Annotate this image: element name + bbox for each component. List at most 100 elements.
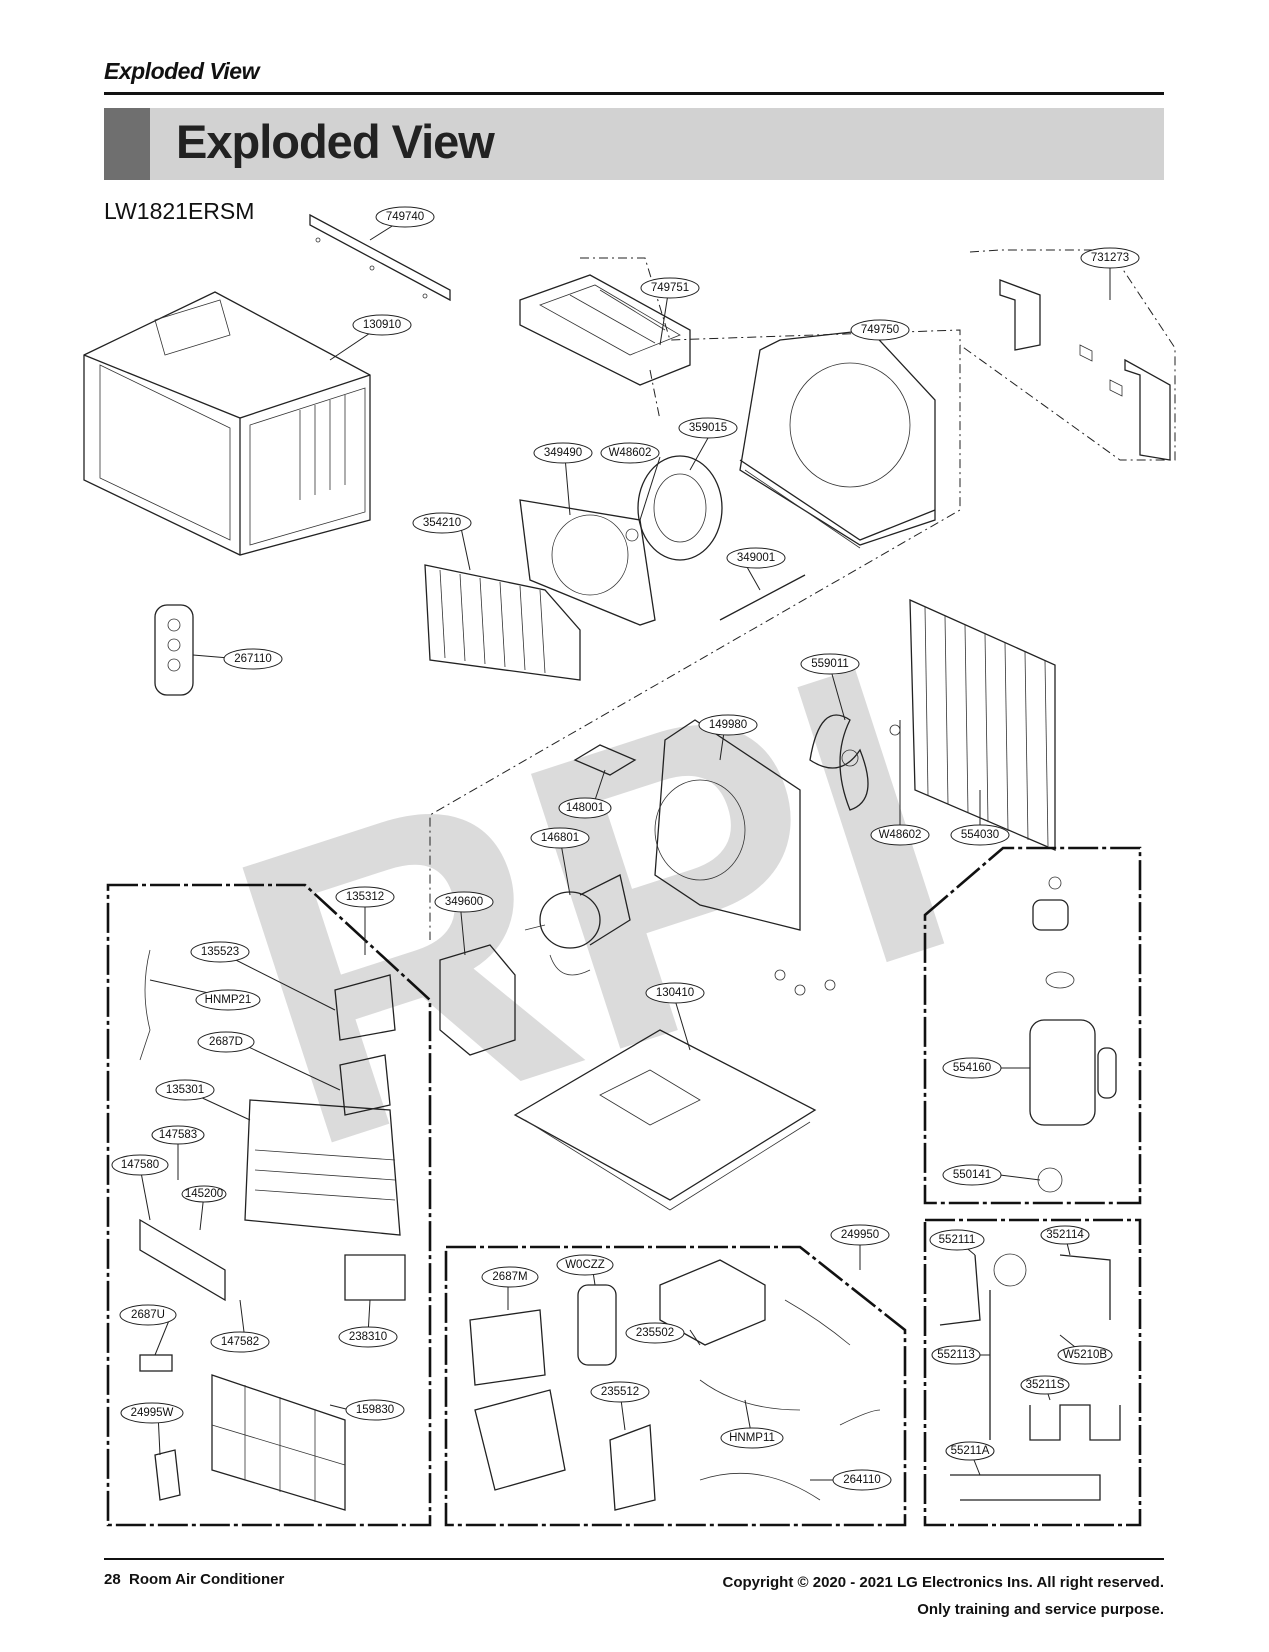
running-header: Exploded View — [104, 58, 259, 84]
section-title-bar: Exploded View — [104, 108, 1164, 180]
part-label: 147580 — [111, 1154, 169, 1176]
part-label: HNMP11 — [720, 1427, 784, 1449]
part-label: 267110 — [223, 648, 283, 670]
part-label: 159830 — [345, 1399, 405, 1421]
part-label: HNMP21 — [195, 989, 261, 1011]
part-label: 349600 — [434, 891, 494, 913]
part-label: 352114 — [1040, 1225, 1090, 1245]
rear-housing-part — [739, 329, 936, 549]
shroud-part — [519, 499, 656, 626]
svg-text:354210: 354210 — [423, 517, 461, 529]
svg-text:148001: 148001 — [566, 802, 604, 814]
model-label: LW1821ERSM — [104, 198, 255, 224]
shaft-part — [719, 574, 806, 621]
part-label: 2687M — [481, 1266, 539, 1288]
svg-text:145200: 145200 — [185, 1188, 223, 1200]
part-label: 749750 — [850, 319, 910, 341]
svg-text:2687M: 2687M — [492, 1271, 527, 1283]
svg-text:235502: 235502 — [636, 1327, 674, 1339]
part-label: 238310 — [338, 1326, 398, 1348]
part-label: 550141 — [942, 1164, 1002, 1186]
svg-text:135301: 135301 — [166, 1084, 204, 1096]
svg-text:238310: 238310 — [349, 1331, 387, 1343]
part-label: 130910 — [352, 314, 412, 336]
svg-text:349600: 349600 — [445, 896, 483, 908]
blower-part — [625, 455, 723, 561]
bracket-set-part — [999, 279, 1171, 461]
svg-text:130910: 130910 — [363, 319, 401, 331]
compressor-parts — [1029, 876, 1117, 1193]
svg-text:359015: 359015 — [689, 422, 727, 434]
svg-text:749751: 749751 — [651, 282, 689, 294]
svg-text:130410: 130410 — [656, 987, 694, 999]
control-kit-box — [106, 883, 432, 1527]
part-label: 552113 — [931, 1345, 981, 1365]
svg-text:552111: 552111 — [939, 1234, 976, 1246]
svg-text:146801: 146801 — [541, 832, 579, 844]
compressor-box — [923, 846, 1142, 1205]
part-label: 559011 — [800, 653, 860, 675]
air-guide-part — [519, 274, 691, 386]
header-rule — [104, 92, 1164, 95]
assembly-guide-line — [429, 257, 961, 940]
top-rail-part — [309, 213, 451, 302]
remote-part — [154, 604, 194, 696]
part-label: 135523 — [190, 941, 250, 963]
part-label: W48602 — [600, 442, 660, 464]
watermark-text: RPI — [188, 574, 999, 1236]
cabinet-part — [83, 291, 371, 556]
svg-text:2687D: 2687D — [209, 1036, 243, 1048]
part-label: 147583 — [151, 1125, 205, 1145]
svg-text:W5210B: W5210B — [1063, 1349, 1107, 1361]
manual-name: Room Air Conditioner — [129, 1571, 285, 1588]
part-label: W5210B — [1057, 1345, 1113, 1365]
part-label: 749751 — [640, 277, 700, 299]
part-label: 354210 — [412, 512, 472, 534]
svg-text:24995W: 24995W — [131, 1407, 174, 1419]
part-label: 24995W — [120, 1402, 184, 1424]
part-label: W0CZZ — [556, 1254, 614, 1276]
condenser-coil-part — [909, 598, 1056, 851]
piping-parts — [939, 1253, 1121, 1501]
svg-text:135523: 135523 — [201, 946, 239, 958]
svg-text:749750: 749750 — [861, 324, 899, 336]
usage-notice: Only training and service purpose. — [917, 1601, 1164, 1618]
control-kit-parts — [139, 949, 406, 1511]
svg-text:559011: 559011 — [811, 658, 849, 670]
assembly-guide-line — [649, 369, 661, 421]
svg-text:W48602: W48602 — [609, 447, 652, 459]
part-label: 235502 — [625, 1322, 685, 1344]
part-label: 552111 — [929, 1229, 985, 1251]
part-label: 2687U — [119, 1304, 177, 1326]
footer-rule — [104, 1558, 1164, 1560]
section-title: Exploded View — [176, 115, 495, 168]
svg-text:HNMP11: HNMP11 — [729, 1432, 775, 1444]
svg-text:349490: 349490 — [544, 447, 582, 459]
base-pan-part — [513, 969, 836, 1211]
part-label: 554160 — [942, 1057, 1002, 1079]
svg-text:552113: 552113 — [937, 1349, 975, 1361]
orifice-shroud-part — [654, 719, 801, 931]
part-label: 149980 — [698, 714, 758, 736]
svg-text:554160: 554160 — [953, 1062, 991, 1074]
svg-text:267110: 267110 — [234, 653, 272, 665]
part-label: 554030 — [950, 824, 1010, 846]
footer-page-info: 28 Room Air Conditioner — [104, 1571, 284, 1588]
part-label: 249950 — [830, 1224, 890, 1246]
motor-mount-part — [439, 944, 516, 1056]
electrical-parts — [469, 1259, 881, 1511]
svg-text:249950: 249950 — [841, 1229, 879, 1241]
part-label: W48602 — [870, 824, 930, 846]
svg-text:749740: 749740 — [386, 211, 424, 223]
svg-text:135312: 135312 — [346, 891, 384, 903]
svg-text:149980: 149980 — [709, 719, 747, 731]
title-accent-block — [104, 108, 150, 180]
svg-text:W0CZZ: W0CZZ — [565, 1259, 605, 1271]
svg-text:159830: 159830 — [356, 1404, 394, 1416]
part-label: 135301 — [155, 1079, 215, 1101]
part-label-group: 749740 749751 731273 130910 749750 35901… — [111, 206, 1140, 1491]
svg-text:147582: 147582 — [221, 1336, 259, 1348]
svg-text:147583: 147583 — [159, 1129, 197, 1141]
part-label: 2687D — [197, 1031, 255, 1053]
part-label: 731273 — [1080, 247, 1140, 269]
